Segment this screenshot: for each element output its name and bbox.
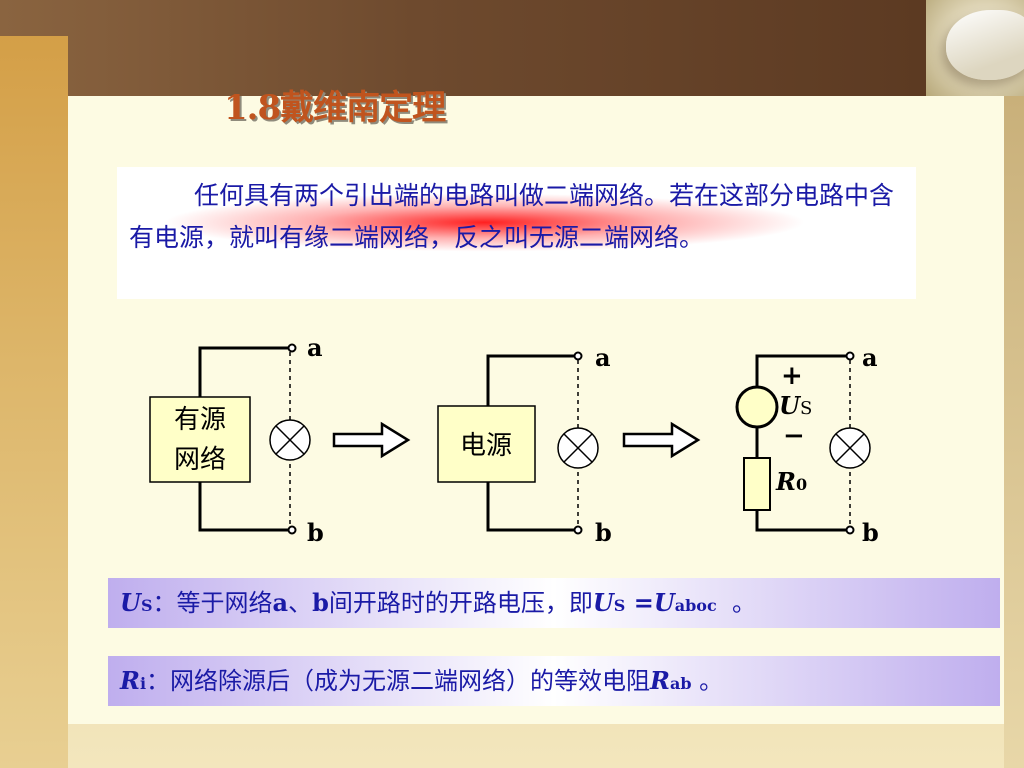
source-box-label: 电源 — [460, 431, 512, 461]
us-a: a — [272, 588, 289, 617]
plus-sign: + — [781, 361, 803, 391]
terminal-3a — [845, 351, 855, 361]
label-3b: b — [862, 518, 879, 547]
header-band — [0, 0, 926, 96]
label-2a: a — [595, 343, 611, 372]
terminal-1a — [287, 343, 297, 353]
intro-box: 任何具有两个引出端的电路叫做二端网络。若在这部分电路中含有电源，就叫有缘二端网络… — [117, 167, 916, 299]
wire-2-bottom — [486, 482, 575, 532]
slide-title: 1.8戴维南定理 — [224, 88, 446, 128]
label-1b: b — [307, 518, 324, 547]
left-decor-strip — [0, 36, 68, 768]
us-b: b — [312, 588, 329, 617]
ri-end: 。 — [691, 667, 724, 695]
us-text-1: ：等于网络 — [152, 589, 273, 617]
terminal-2a — [573, 351, 583, 361]
note-ri: Ri：网络除源后（成为无源二端网络）的等效电阻Rab 。 — [108, 656, 1000, 706]
label-1a: a — [307, 333, 323, 362]
ri-subscript: i — [139, 674, 147, 693]
wire-3-bottom — [755, 510, 847, 532]
mouse-icon — [946, 10, 1024, 80]
circuit-diagram: 有源 网络 电源 a b a b a b + − US R0 — [149, 333, 879, 547]
right-decor-strip — [1004, 96, 1024, 768]
source-box — [437, 405, 536, 483]
us-sep: 、 — [288, 589, 313, 617]
active-network-box — [149, 396, 251, 483]
label-2b: b — [595, 518, 612, 547]
ri-text: ：网络除源后（成为无源二端网络）的等效电阻 — [146, 667, 651, 695]
intro-text: 任何具有两个引出端的电路叫做二端网络。若在这部分电路中含有电源，就叫有缘二端网络… — [129, 181, 895, 252]
minus-sign: − — [783, 421, 805, 451]
us-label: US — [779, 391, 812, 420]
ri-eq-symbol: R — [650, 666, 670, 695]
voltage-source-us — [735, 385, 779, 429]
note-us: US：等于网络a、b间开路时的开路电压，即US =Uaboc 。 — [108, 578, 1000, 628]
us-eq-mid: = — [625, 588, 654, 617]
arrow-right-icon-2 — [622, 421, 701, 459]
us-eq-sub-1: S — [613, 596, 626, 615]
wire-1-top — [198, 346, 290, 397]
us-subscript: S — [140, 596, 153, 615]
corner-mouse-image — [926, 0, 1024, 96]
ri-symbol: R — [120, 666, 140, 695]
us-eq-symbol-1: U — [592, 588, 614, 617]
us-eq-sub-2: aboc — [674, 596, 717, 615]
resistor-r0 — [743, 457, 771, 511]
terminal-1b — [287, 525, 297, 535]
ri-eq-sub: ab — [669, 674, 692, 693]
us-end: 。 — [716, 589, 756, 617]
label-3a: a — [862, 343, 878, 372]
r0-label: R0 — [775, 467, 807, 496]
terminal-3b — [845, 525, 855, 535]
active-network-label-2: 网络 — [174, 445, 226, 475]
arrow-right-icon-1 — [332, 421, 411, 459]
us-symbol: U — [120, 588, 141, 617]
wire-1-bottom — [198, 482, 290, 532]
wire-2-top — [486, 354, 575, 406]
us-text-2: 间开路时的开路电压，即 — [328, 589, 593, 617]
active-network-label-1: 有源 — [174, 405, 226, 435]
wire-3-top — [755, 354, 847, 387]
terminal-2b — [573, 525, 583, 535]
us-eq-symbol-2: U — [653, 588, 675, 617]
